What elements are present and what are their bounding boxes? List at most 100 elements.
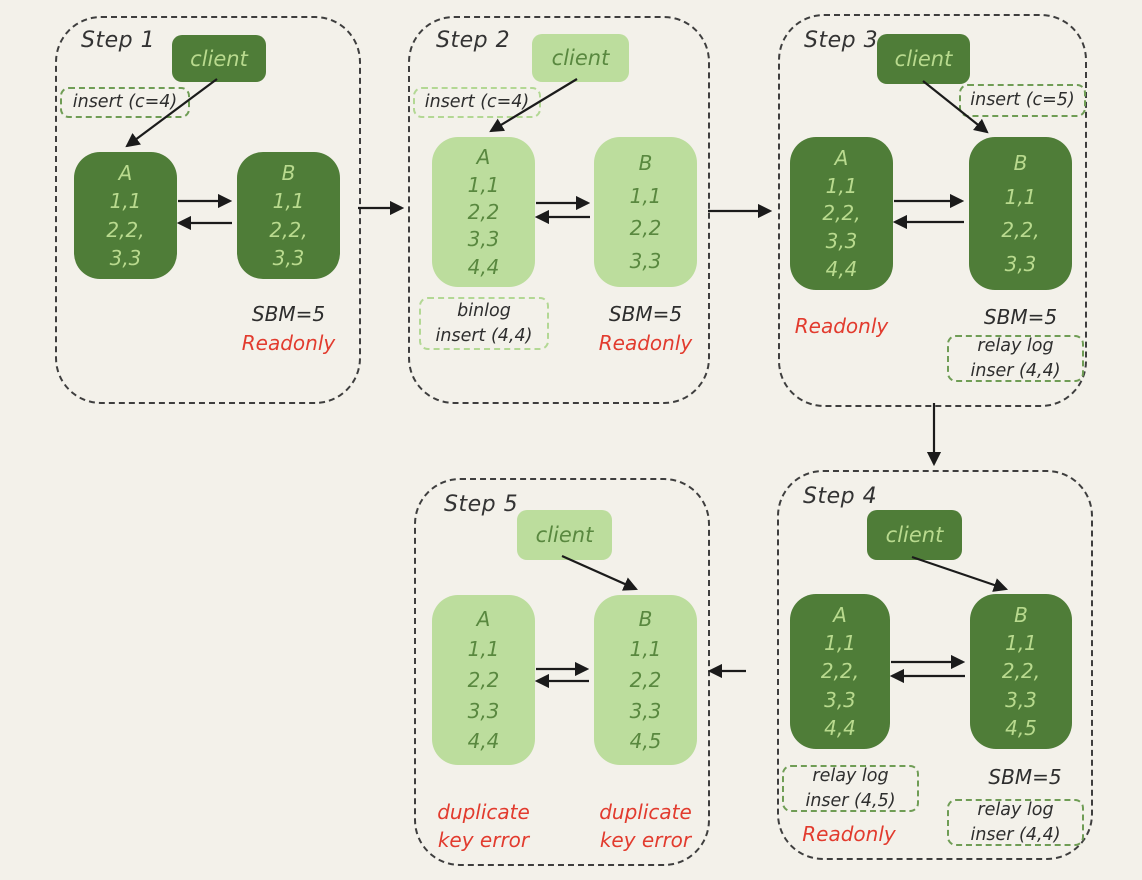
step5-node-a-row: 4,4 (467, 729, 500, 754)
step2-node-a-row: 1,1 (467, 172, 500, 197)
step1-node-b: B 1,1 2,2, 3,3 (237, 152, 340, 279)
step1-insert-badge-text: insert (c=4) (72, 92, 178, 113)
step2-container: Step 2 client insert (c=4) A 1,1 2,2 3,3… (408, 16, 710, 404)
step4-node-b-row: 2,2, (1001, 659, 1041, 684)
step4-relay-log-badge-a-line: inser (4,5) (805, 790, 896, 811)
step1-node-a-row: 1,1 (109, 189, 142, 214)
step1-sbm-text: SBM=5 (251, 302, 326, 326)
step5-client-label: client (535, 523, 594, 547)
step3-insert-badge-text: insert (c=5) (970, 90, 1075, 111)
step2-label: Step 2 (436, 28, 511, 53)
step4-node-a-row: 1,1 (824, 631, 856, 656)
step3-client-label: client (894, 47, 953, 71)
step2-binlog-badge: binlog insert (4,4) (419, 297, 549, 350)
step5-node-b-row: 4,5 (629, 729, 662, 754)
step1-insert-badge: insert (c=4) (60, 87, 190, 118)
step2-node-a-title: A (476, 145, 491, 170)
step3-relay-log-badge-line: relay log (977, 336, 1054, 356)
step4-node-b-row: 1,1 (1005, 631, 1037, 656)
step2-node-b: B 1,1 2,2 3,3 (594, 137, 697, 287)
step3-relay-log-badge-line: inser (4,4) (970, 360, 1061, 381)
step5-client-box: client (517, 510, 612, 560)
step2-node-a-row: 3,3 (467, 227, 500, 252)
step5-error-a-text: duplicate key error (432, 798, 535, 854)
step3-client-box: client (877, 34, 970, 84)
step1-node-a-row: 2,2, (106, 217, 145, 242)
step2-node-b-row: 3,3 (629, 249, 662, 274)
step4-node-a-row: 3,3 (824, 687, 856, 712)
step3-node-b-row: 1,1 (1004, 184, 1037, 209)
step3-insert-badge: insert (c=5) (959, 84, 1086, 117)
step4-relay-log-badge-b: relay log inser (4,4) (947, 799, 1084, 846)
step5-error-a-line: duplicate (437, 800, 530, 824)
step3-readonly-text: Readonly (794, 314, 889, 338)
step2-node-a: A 1,1 2,2 3,3 4,4 (432, 137, 535, 287)
step2-node-b-row: 2,2 (629, 216, 662, 241)
step1-node-b-title: B (281, 161, 296, 186)
step3-node-a: A 1,1 2,2, 3,3 4,4 (790, 137, 893, 290)
step4-client-box: client (867, 510, 962, 560)
step1-node-b-row: 2,2, (269, 217, 308, 242)
step4-node-a: A 1,1 2,2, 3,3 4,4 (790, 594, 890, 749)
step3-label: Step 3 (804, 28, 879, 53)
step5-node-a-row: 2,2 (467, 667, 500, 692)
step4-node-b-row: 3,3 (1005, 687, 1037, 712)
step4-relay-log-badge-a: relay log inser (4,5) (782, 765, 919, 812)
step2-node-b-row: 1,1 (629, 183, 662, 208)
step3-node-b: B 1,1 2,2, 3,3 (969, 137, 1072, 290)
step4-container: Step 4 client A 1,1 2,2, 3,3 4,4 B 1,1 2… (777, 470, 1093, 860)
step2-binlog-badge-line: insert (4,4) (435, 325, 533, 346)
step3-node-a-row: 3,3 (825, 229, 858, 254)
step5-node-b-title: B (638, 606, 653, 631)
step1-label: Step 1 (81, 28, 156, 53)
step1-node-a-row: 3,3 (109, 245, 142, 270)
step3-node-b-title: B (1013, 151, 1028, 176)
step2-node-a-row: 4,4 (467, 254, 500, 279)
step5-node-b-row: 1,1 (629, 637, 662, 662)
step2-insert-badge: insert (c=4) (413, 87, 541, 118)
step1-node-b-row: 3,3 (272, 245, 305, 270)
step2-insert-badge-text: insert (c=4) (424, 92, 530, 113)
step1-readonly-text: Readonly (241, 331, 336, 355)
step4-node-b-row: 4,5 (1005, 715, 1037, 740)
step2-binlog-badge-line: binlog (457, 301, 511, 321)
step3-node-a-row: 1,1 (825, 173, 858, 198)
step5-node-b-row: 2,2 (629, 667, 662, 692)
step2-node-a-row: 2,2 (467, 199, 500, 224)
step1-node-a: A 1,1 2,2, 3,3 (74, 152, 177, 279)
step5-node-a-row: 1,1 (467, 637, 500, 662)
step4-relay-log-badge-b-line: inser (4,4) (970, 824, 1061, 845)
step1-node-a-title: A (118, 161, 133, 186)
step3-node-a-title: A (834, 145, 849, 170)
step4-relay-log-badge-b-line: relay log (977, 800, 1054, 820)
step1-client-label: client (190, 46, 248, 71)
step4-node-a-row: 2,2, (820, 659, 860, 684)
step4-node-b-title: B (1014, 603, 1028, 628)
step4-readonly-text: Readonly (802, 822, 896, 846)
step3-node-a-row: 2,2, (822, 201, 861, 226)
step5-label: Step 5 (444, 492, 519, 517)
step4-node-a-title: A (833, 603, 847, 628)
step1-node-b-row: 1,1 (272, 189, 305, 214)
step5-node-a-row: 3,3 (467, 698, 500, 723)
step2-client-box: client (532, 34, 629, 82)
step5-node-b-row: 3,3 (629, 698, 662, 723)
step5-container: Step 5 client A 1,1 2,2 3,3 4,4 B 1,1 2,… (414, 478, 710, 866)
step5-node-b: B 1,1 2,2 3,3 4,5 (594, 595, 697, 765)
step2-node-b-title: B (638, 150, 653, 175)
step1-container: Step 1 client insert (c=4) A 1,1 2,2, 3,… (55, 16, 361, 404)
step4-sbm-text: SBM=5 (988, 765, 1062, 789)
step4-client-label: client (885, 523, 944, 547)
step4-relay-log-badge-a-line: relay log (812, 766, 889, 786)
step3-sbm-text: SBM=5 (983, 305, 1058, 329)
step4-node-b: B 1,1 2,2, 3,3 4,5 (970, 594, 1072, 749)
step4-node-a-row: 4,4 (824, 715, 856, 740)
step1-client-box: client (172, 35, 266, 82)
step4-label: Step 4 (803, 484, 878, 509)
step5-error-b-text: duplicate key error (594, 798, 697, 854)
step5-error-b-line: key error (599, 828, 692, 852)
step3-container: Step 3 client insert (c=5) A 1,1 2,2, 3,… (778, 14, 1087, 407)
step5-node-a-title: A (476, 606, 491, 631)
step5-error-b-line: duplicate (599, 800, 692, 824)
step5-node-a: A 1,1 2,2 3,3 4,4 (432, 595, 535, 765)
